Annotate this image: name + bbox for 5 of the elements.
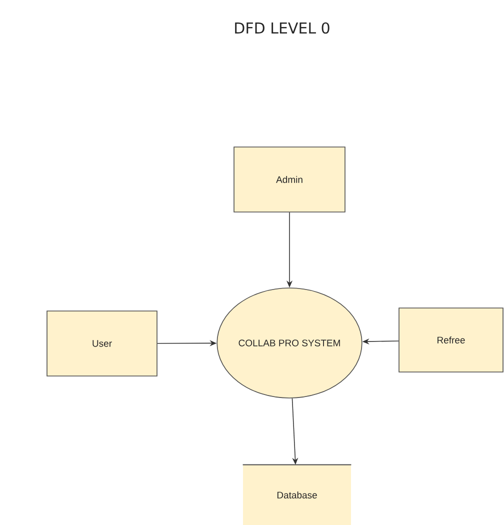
entity-box: Refree bbox=[398, 308, 504, 372]
entity-box: Admin bbox=[234, 146, 346, 212]
data-store: Database bbox=[242, 464, 352, 525]
title: DFD LEVEL 0 bbox=[235, 22, 330, 34]
entity-box: User bbox=[46, 310, 158, 376]
